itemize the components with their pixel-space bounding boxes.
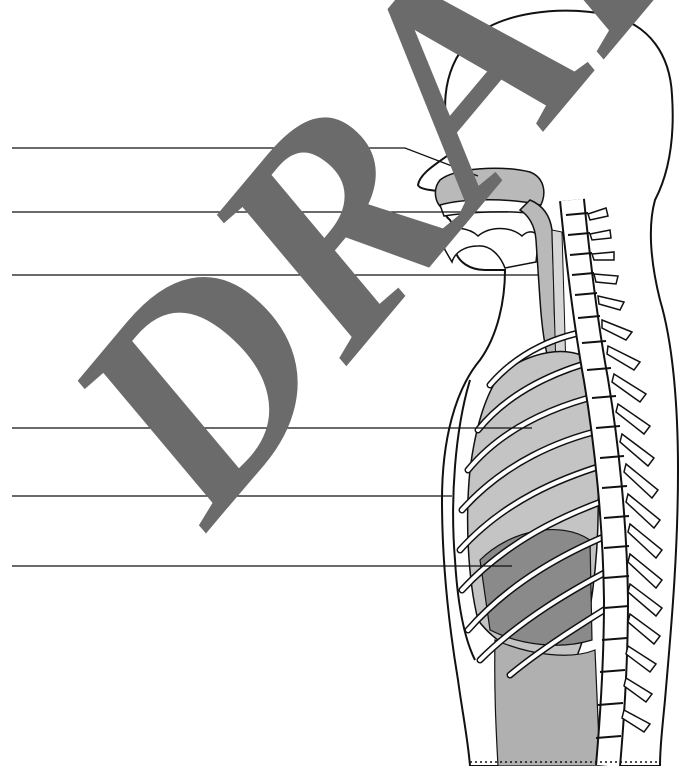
abdomen-shading — [495, 640, 600, 766]
